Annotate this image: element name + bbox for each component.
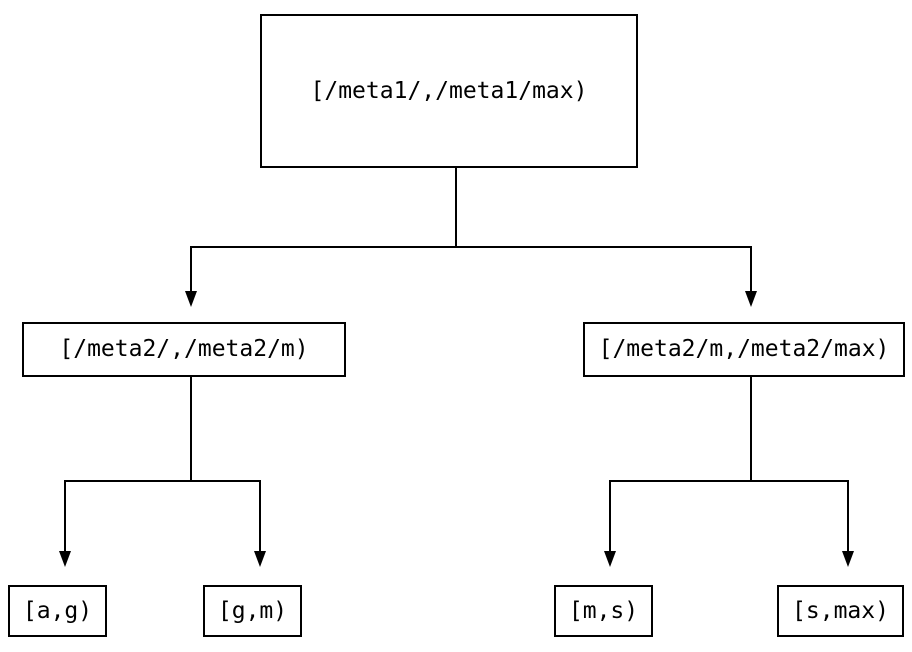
- tree-node-label: [g,m): [217, 597, 288, 624]
- edge-arrowhead: [185, 291, 197, 307]
- edge-arrowhead: [59, 551, 71, 567]
- tree-node-label: [m,s): [568, 597, 639, 624]
- edge-group-right: [604, 377, 854, 567]
- edge-arrowhead: [254, 551, 266, 567]
- tree-node-meta2-low: [/meta2/,/meta2/m): [22, 322, 346, 377]
- tree-node-root: [/meta1/,/meta1/max): [260, 14, 638, 168]
- tree-node-label: [/meta2/m,/meta2/max): [598, 336, 890, 362]
- tree-node-label: [/meta1/,/meta1/max): [310, 77, 588, 104]
- tree-node-leaf-gm: [g,m): [203, 585, 302, 637]
- tree-node-leaf-ms: [m,s): [554, 585, 653, 637]
- tree-node-label: [/meta2/,/meta2/m): [59, 336, 309, 362]
- tree-node-meta2-high: [/meta2/m,/meta2/max): [583, 322, 905, 377]
- edge-arrowhead: [604, 551, 616, 567]
- tree-node-leaf-ag: [a,g): [8, 585, 107, 637]
- tree-node-label: [s,max): [792, 597, 889, 624]
- edge-group-root: [185, 168, 757, 307]
- tree-node-leaf-smax: [s,max): [777, 585, 904, 637]
- edge-arrowhead: [842, 551, 854, 567]
- edge-group-left: [59, 377, 266, 567]
- tree-node-label: [a,g): [22, 597, 93, 624]
- edge-arrowhead: [745, 291, 757, 307]
